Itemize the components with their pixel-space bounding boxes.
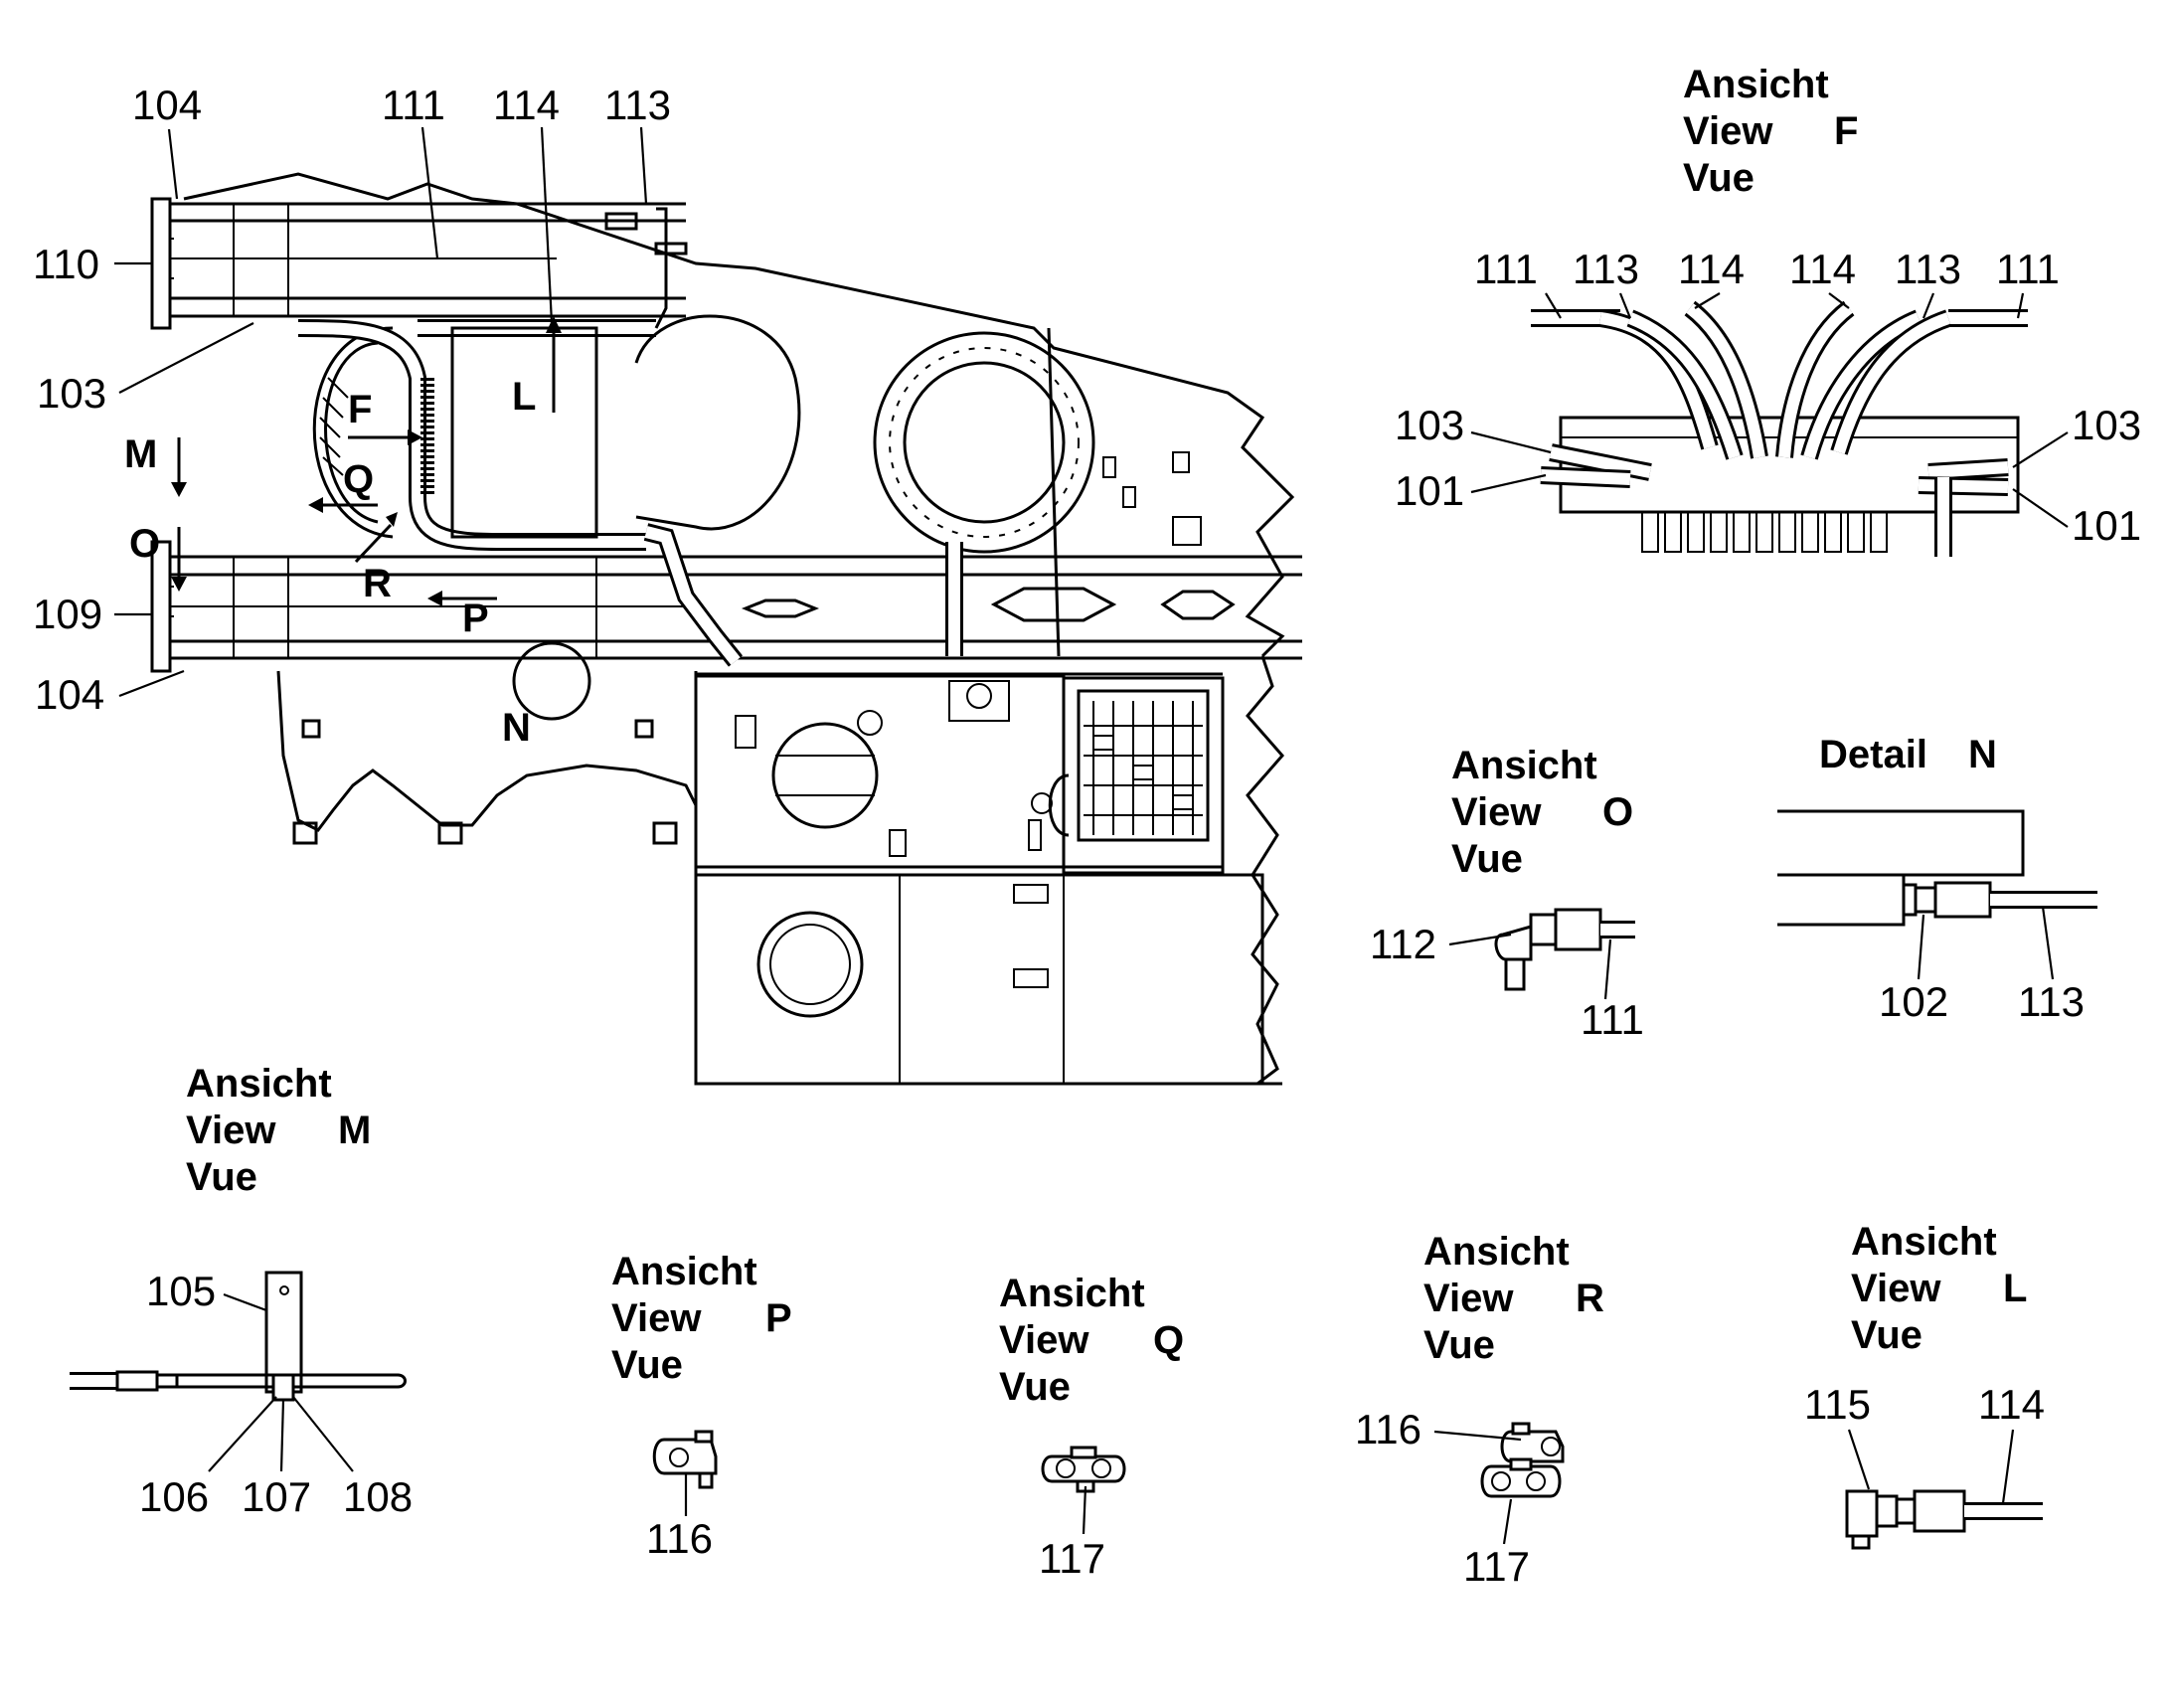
label-111-top: 111 bbox=[382, 82, 445, 128]
view-o-vue: Vue bbox=[1451, 837, 1523, 881]
view-q-view: View bbox=[999, 1318, 1089, 1362]
view-m-label-106: 106 bbox=[139, 1473, 209, 1520]
view-f-vue: Vue bbox=[1683, 156, 1755, 200]
marker-M: M bbox=[124, 432, 157, 476]
view-f-label-103-right: 103 bbox=[2072, 402, 2141, 448]
view-l-label-114: 114 bbox=[1978, 1381, 2045, 1428]
view-r-view: View bbox=[1423, 1277, 1514, 1320]
view-o-label-111: 111 bbox=[1581, 996, 1644, 1043]
main-part-labels: 104 111 114 113 110 103 109 104 bbox=[33, 82, 671, 718]
view-q-label-117: 117 bbox=[1039, 1535, 1105, 1582]
view-f-label-111a: 111 bbox=[1474, 246, 1538, 292]
view-l-ansicht: Ansicht bbox=[1851, 1220, 1997, 1264]
view-p-letter: P bbox=[765, 1296, 792, 1340]
marker-N: N bbox=[502, 706, 531, 750]
view-r-label-117: 117 bbox=[1463, 1543, 1530, 1590]
label-113-top: 113 bbox=[604, 82, 671, 128]
label-103-left: 103 bbox=[37, 370, 106, 417]
detail-n: Detail N 102 113 bbox=[1777, 733, 2097, 1025]
view-l: Ansicht View L Vue 115 114 bbox=[1804, 1220, 2045, 1550]
view-f-label-113a: 113 bbox=[1573, 246, 1639, 292]
view-f-label-103-left: 103 bbox=[1395, 402, 1464, 448]
view-o-view: View bbox=[1451, 790, 1542, 834]
view-m-letter: M bbox=[338, 1109, 371, 1152]
view-f-ansicht: Ansicht bbox=[1683, 63, 1829, 106]
label-114-top: 114 bbox=[493, 82, 560, 128]
view-m-vue: Vue bbox=[186, 1155, 257, 1199]
marker-P: P bbox=[462, 597, 489, 640]
label-104-bottom: 104 bbox=[35, 671, 104, 718]
view-f-label-114a: 114 bbox=[1678, 246, 1745, 292]
view-r-ansicht: Ansicht bbox=[1423, 1230, 1570, 1274]
view-r-label-116: 116 bbox=[1355, 1406, 1421, 1452]
view-m-view: View bbox=[186, 1109, 276, 1152]
view-p-ansicht: Ansicht bbox=[611, 1250, 757, 1293]
view-f-label-113b: 113 bbox=[1895, 246, 1961, 292]
view-o-ansicht: Ansicht bbox=[1451, 744, 1597, 787]
detail-n-label-113: 113 bbox=[2018, 978, 2085, 1025]
view-p-view: View bbox=[611, 1296, 702, 1340]
view-q-letter: Q bbox=[1153, 1318, 1184, 1362]
view-f-view: View bbox=[1683, 109, 1773, 153]
marker-F: F bbox=[348, 388, 372, 431]
view-r: Ansicht View R Vue 116 117 bbox=[1355, 1230, 1604, 1590]
marker-L: L bbox=[512, 375, 536, 419]
view-p-label-116: 116 bbox=[646, 1515, 713, 1562]
view-f-label-101-left: 101 bbox=[1395, 467, 1464, 514]
view-f-letter: F bbox=[1834, 109, 1858, 153]
label-104-top: 104 bbox=[132, 82, 202, 128]
view-f-label-101-right: 101 bbox=[2072, 502, 2141, 549]
view-l-view: View bbox=[1851, 1267, 1941, 1310]
view-f-label-114b: 114 bbox=[1789, 246, 1856, 292]
view-m-ansicht: Ansicht bbox=[186, 1062, 332, 1106]
view-m: Ansicht View M Vue 105 106 107 108 bbox=[70, 1062, 413, 1520]
view-m-label-107: 107 bbox=[242, 1473, 311, 1520]
view-f-label-111b: 111 bbox=[1996, 246, 2060, 292]
view-q-ansicht: Ansicht bbox=[999, 1272, 1145, 1315]
view-o-letter: O bbox=[1602, 790, 1633, 834]
view-q: Ansicht View Q Vue 117 bbox=[999, 1272, 1184, 1582]
view-markers: F Q R M O P L N bbox=[124, 316, 562, 750]
marker-R: R bbox=[363, 562, 392, 605]
detail-n-letter: N bbox=[1968, 733, 1997, 776]
main-assembly-drawing bbox=[150, 172, 1302, 1086]
view-l-label-115: 115 bbox=[1804, 1381, 1871, 1428]
marker-Q: Q bbox=[343, 457, 374, 501]
view-l-vue: Vue bbox=[1851, 1313, 1922, 1357]
marker-O: O bbox=[129, 522, 160, 566]
label-110: 110 bbox=[33, 241, 99, 287]
view-q-vue: Vue bbox=[999, 1365, 1071, 1409]
label-109: 109 bbox=[33, 591, 102, 637]
detail-n-title: Detail bbox=[1819, 733, 1927, 776]
view-m-label-108: 108 bbox=[343, 1473, 413, 1520]
view-r-letter: R bbox=[1576, 1277, 1604, 1320]
valve-block bbox=[1048, 676, 1225, 875]
view-l-letter: L bbox=[2003, 1267, 2027, 1310]
view-o: Ansicht View O Vue 112 111 bbox=[1370, 744, 1644, 1043]
view-r-vue: Vue bbox=[1423, 1323, 1495, 1367]
view-f: Ansicht View F Vue 111 113 114 bbox=[1395, 63, 2141, 557]
view-p: Ansicht View P Vue 116 bbox=[611, 1250, 792, 1562]
view-o-label-112: 112 bbox=[1370, 921, 1436, 967]
view-m-label-105: 105 bbox=[146, 1268, 216, 1314]
detail-n-label-102: 102 bbox=[1879, 978, 1948, 1025]
view-p-vue: Vue bbox=[611, 1343, 683, 1387]
